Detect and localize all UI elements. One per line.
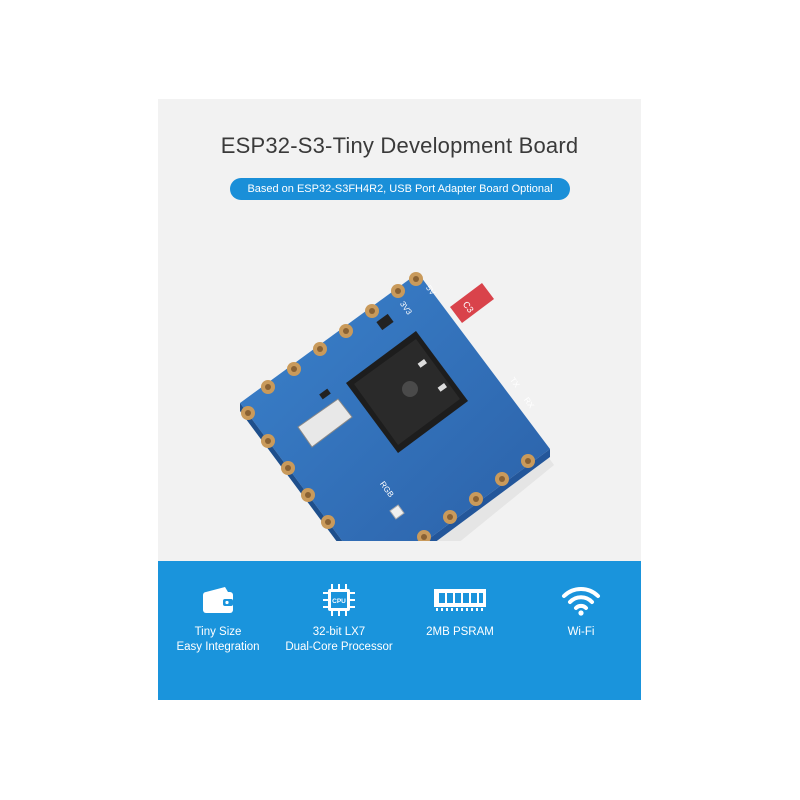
wallet-icon bbox=[158, 579, 278, 621]
feature-line1: 2MB PSRAM bbox=[426, 626, 494, 638]
fpc-connector bbox=[297, 398, 353, 448]
board-image: C3 5V 3V3 TX RX RGB bbox=[228, 251, 568, 605]
feature-line1: Tiny Size bbox=[194, 626, 242, 638]
cpu-icon-text: CPU bbox=[332, 598, 346, 605]
rgb-led bbox=[389, 504, 405, 520]
feature-line2: Easy Integration bbox=[176, 641, 260, 653]
wifi-icon bbox=[521, 579, 641, 621]
silk-rx: RX bbox=[522, 396, 536, 411]
silk-tx: TX bbox=[508, 376, 522, 390]
feature-processor: CPU 32-bit LX7 Dual-Core Processor bbox=[279, 561, 399, 700]
feature-band: Tiny Size Easy Integration CPU bbox=[158, 561, 641, 700]
page-title: ESP32-S3-Tiny Development Board bbox=[220, 133, 579, 158]
feature-line2: Dual-Core Processor bbox=[285, 641, 393, 653]
feature-line1: Wi-Fi bbox=[567, 626, 595, 638]
feature-wifi: Wi-Fi bbox=[521, 561, 641, 700]
c3-component bbox=[450, 283, 494, 323]
feature-psram: 2MB PSRAM bbox=[400, 561, 520, 700]
feature-line1: 32-bit LX7 bbox=[312, 626, 366, 638]
memory-chip-icon bbox=[400, 579, 520, 621]
pads-top-edge bbox=[261, 272, 423, 394]
product-card: ESP32-S3-Tiny Development Board Based on… bbox=[158, 99, 641, 700]
cpu-icon: CPU bbox=[279, 579, 399, 621]
esp32-chip bbox=[346, 331, 468, 453]
feature-tiny-size: Tiny Size Easy Integration bbox=[158, 561, 278, 700]
subtitle-badge: Based on ESP32-S3FH4R2, USB Port Adapter… bbox=[230, 178, 570, 200]
dev-board-illustration: C3 5V 3V3 TX RX RGB bbox=[240, 272, 554, 605]
